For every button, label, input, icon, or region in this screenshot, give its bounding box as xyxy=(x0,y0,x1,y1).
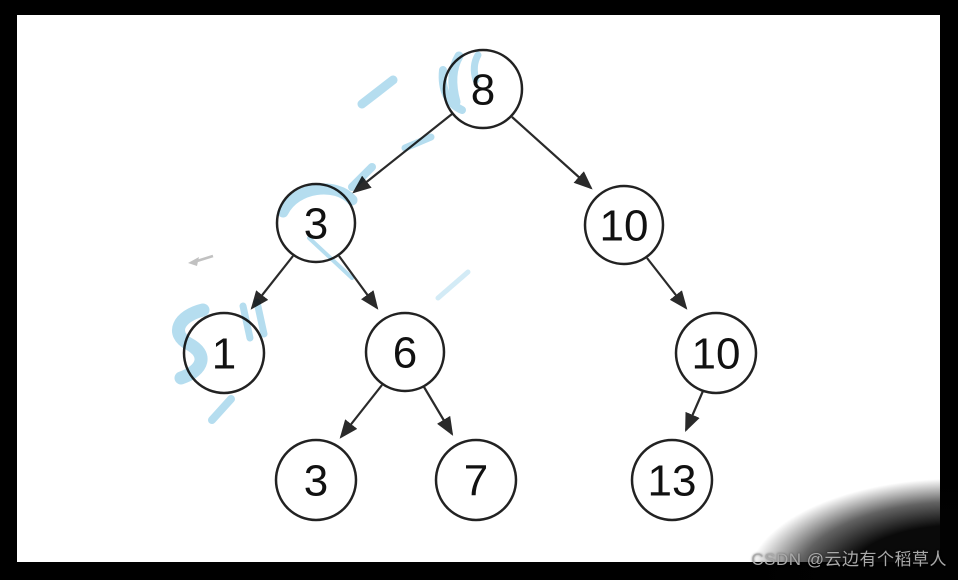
node-right-right-right-value: 13 xyxy=(648,456,697,505)
node-left-right: 6 xyxy=(364,311,446,393)
edge-10-to-10 xyxy=(646,257,688,310)
background-watermark-shapes xyxy=(172,51,482,424)
csdn-watermark-text: CSDN @云边有个稻草人 xyxy=(751,550,947,569)
edge-6-to-3 xyxy=(339,384,383,439)
node-right-value: 10 xyxy=(600,201,649,250)
node-right-right-right: 13 xyxy=(630,438,714,522)
node-left-value: 3 xyxy=(304,199,328,248)
edge-6-to-7 xyxy=(423,386,454,436)
node-left-left: 1 xyxy=(182,311,266,395)
node-right-right: 10 xyxy=(674,311,758,395)
edge-8-to-10 xyxy=(511,116,593,190)
faded-arrow-artifact xyxy=(188,254,214,266)
node-left-right-right: 7 xyxy=(434,438,518,522)
edge-10-to-13 xyxy=(684,390,705,433)
node-left-right-value: 6 xyxy=(393,328,417,377)
edge-3-to-6 xyxy=(338,255,379,310)
tree-edges xyxy=(250,113,705,439)
edge-8-to-3 xyxy=(352,113,453,194)
node-right: 10 xyxy=(583,184,665,266)
node-left-right-left: 3 xyxy=(274,438,358,522)
node-right-right-value: 10 xyxy=(692,329,741,378)
node-left-right-right-value: 7 xyxy=(464,456,488,505)
node-left-right-left-value: 3 xyxy=(304,456,328,505)
node-left-left-value: 1 xyxy=(212,329,236,378)
